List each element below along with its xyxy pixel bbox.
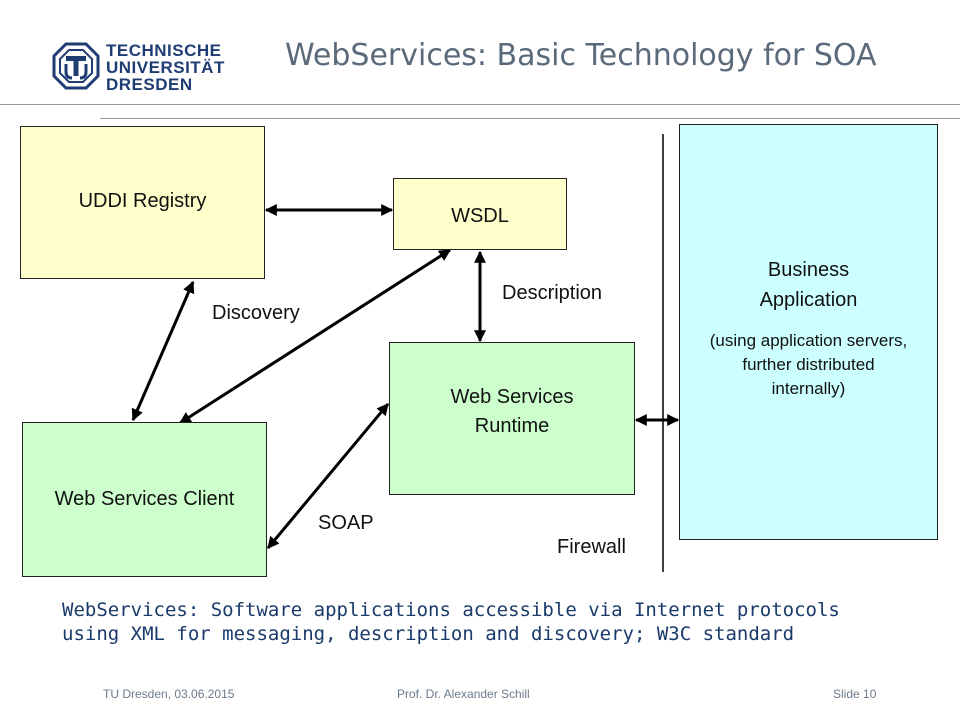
runtime-label-line-2: Runtime	[474, 414, 550, 437]
arrow-client-runtime	[266, 403, 390, 549]
wsdl-label: WSDL	[451, 204, 509, 227]
business-label-line-2: Application	[759, 289, 858, 311]
logo-line-2: UNIVERSITÄT	[106, 58, 225, 77]
uddi-registry-box: UDDI Registry	[20, 126, 265, 279]
soap-label: SOAP	[318, 512, 374, 534]
business-label-line-1: Business	[767, 259, 850, 281]
summary-line-1: WebServices: Software applications acces…	[62, 599, 840, 621]
description-label: Description	[502, 282, 603, 304]
arrow-client-wsdl	[178, 248, 452, 425]
client-label: Web Services Client	[54, 488, 235, 510]
arrow-uddi-client	[131, 280, 195, 422]
header-divider-bottom	[100, 118, 960, 119]
header-divider-top	[0, 104, 960, 105]
uddi-registry-label: UDDI Registry	[78, 190, 207, 212]
slide-title: WebServices: Basic Technology for SOA	[285, 38, 877, 73]
web-services-runtime-box: Web Services Runtime	[389, 342, 635, 495]
footer-left: TU Dresden, 03.06.2015	[103, 687, 235, 701]
runtime-label-line-1: Web Services	[450, 385, 574, 408]
summary-text: WebServices: Software applications acces…	[62, 598, 942, 646]
footer-slide-number: Slide 10	[833, 687, 877, 701]
business-label-line-3: (using application servers,	[709, 331, 908, 350]
logo-line-3: DRESDEN	[106, 75, 193, 94]
wsdl-box: WSDL	[393, 178, 567, 250]
logo-line-1: TECHNISCHE	[106, 41, 222, 60]
tu-dresden-logo-icon	[52, 42, 100, 90]
summary-line-2: using XML for messaging, description and…	[62, 623, 795, 645]
business-label-line-4: further distributed	[742, 355, 875, 374]
footer-center: Prof. Dr. Alexander Schill	[397, 687, 530, 701]
business-application-box: Business Application (using application …	[679, 124, 938, 540]
business-label-line-5: internally)	[771, 379, 846, 398]
web-services-client-box: Web Services Client	[22, 422, 267, 577]
firewall-label: Firewall	[557, 536, 626, 558]
discovery-label: Discovery	[212, 302, 300, 324]
tu-dresden-logo: TECHNISCHE UNIVERSITÄT DRESDEN	[52, 40, 232, 94]
